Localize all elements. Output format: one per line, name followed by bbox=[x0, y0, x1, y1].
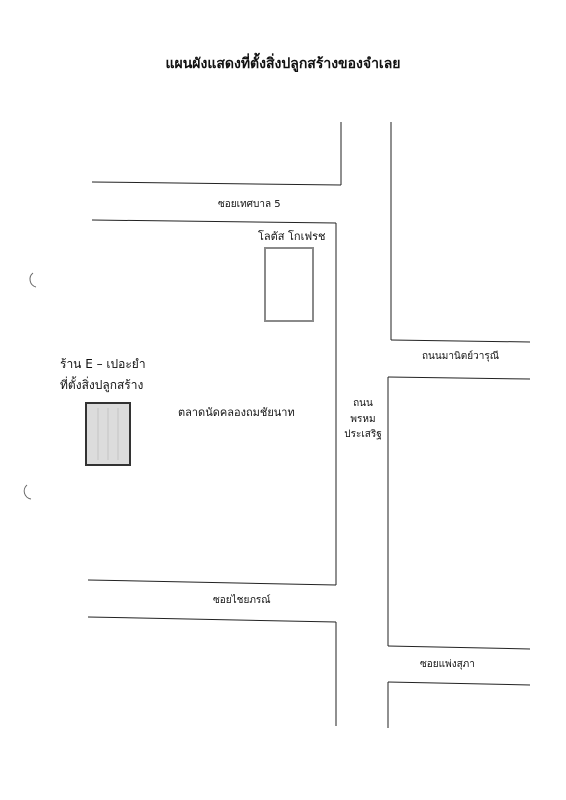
map-title: แผนผังแสดงที่ตั้งสิ่งปลูกสร้างของจำเลย bbox=[165, 56, 401, 72]
block-middle-right bbox=[387, 376, 531, 650]
block-top-left-bottom-edge bbox=[91, 181, 342, 186]
block-bottom-left-top-edge bbox=[87, 616, 337, 623]
block-middle-right-top-edge bbox=[387, 376, 531, 380]
block-bottom-right bbox=[387, 681, 531, 728]
block-market-bottom-edge bbox=[87, 579, 337, 586]
road-label-phrom-prasert-line-2: พรหม bbox=[350, 413, 376, 425]
road-label-soi-chaiyaphon: ซอยไชยภรณ์ bbox=[213, 595, 271, 606]
shop-name-label: ร้าน E – เปอะยำ bbox=[60, 357, 146, 371]
punch-hole-mark bbox=[29, 272, 37, 288]
block-top-right bbox=[390, 122, 531, 343]
block-top-right-bottom-edge bbox=[390, 339, 531, 343]
road-label-phrom-prasert-line-3: ประเสริฐ bbox=[344, 429, 382, 440]
block-top-left bbox=[91, 122, 342, 186]
shop-structure bbox=[85, 402, 131, 466]
block-market bbox=[87, 219, 337, 586]
market-label: ตลาดนัดคลองถมชัยนาท bbox=[178, 406, 295, 419]
block-bottom-left bbox=[87, 616, 337, 726]
lotus-store-label: โลตัส โกเฟรช bbox=[258, 230, 326, 243]
block-bottom-right-top-edge bbox=[387, 681, 531, 686]
road-label-soi-thetsaban-5: ซอยเทศบาล 5 bbox=[218, 199, 281, 210]
road-label-manit-waruni: ถนนมานิตย์วารุณี bbox=[422, 351, 500, 362]
shop-structure-label: ที่ตั้งสิ่งปลูกสร้าง bbox=[60, 378, 144, 392]
punch-hole-mark bbox=[23, 484, 32, 500]
road-label-soi-phaeng-suphap: ซอยแพ่งสุภา bbox=[420, 659, 475, 670]
lotus-store-box bbox=[264, 247, 314, 322]
block-middle-right-bottom-edge bbox=[387, 645, 531, 650]
block-market-top-edge bbox=[91, 219, 337, 224]
road-label-phrom-prasert-line-1: ถนน bbox=[353, 398, 373, 409]
road-label-phrom-prasert: ถนน พรหม ประเสริฐ bbox=[333, 398, 393, 442]
